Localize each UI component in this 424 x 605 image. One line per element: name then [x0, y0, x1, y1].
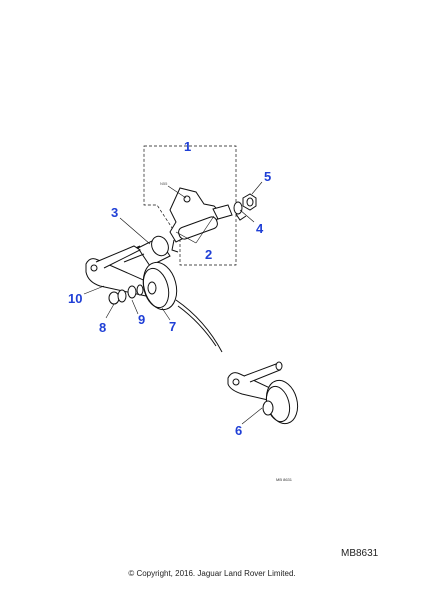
diagram-tag-text: N55: [160, 181, 168, 186]
copyright-notice: © Copyright, 2016. Jaguar Land Rover Lim…: [128, 569, 296, 578]
nut-part-5: [242, 193, 257, 211]
washer-part-4: [233, 201, 247, 221]
callout-10: 10: [68, 291, 83, 306]
callout-1: 1: [184, 139, 192, 154]
callout-8: 8: [99, 320, 107, 335]
callout-9: 9: [138, 312, 146, 327]
callout-6: 6: [235, 423, 243, 438]
callout-7: 7: [169, 319, 177, 334]
pulley-part-7: [142, 261, 178, 311]
callout-4: 4: [256, 221, 264, 236]
assembly-dashed-outline: [143, 145, 237, 266]
tensioner-assembly-part-6: [227, 361, 299, 425]
callout-2: 2: [205, 247, 213, 262]
leader-lines: [83, 181, 263, 425]
callout-5: 5: [264, 169, 272, 184]
belt-line: [175, 299, 223, 353]
callout-3: 3: [111, 205, 119, 220]
bracket-part-2: [169, 187, 233, 253]
spacer-part-8: [108, 289, 127, 305]
small-diagram-code: MB 8631: [276, 477, 293, 482]
reference-code: MB8631: [341, 548, 379, 559]
belt-line-inner: [177, 305, 217, 347]
spacer-part-9: [127, 284, 144, 299]
